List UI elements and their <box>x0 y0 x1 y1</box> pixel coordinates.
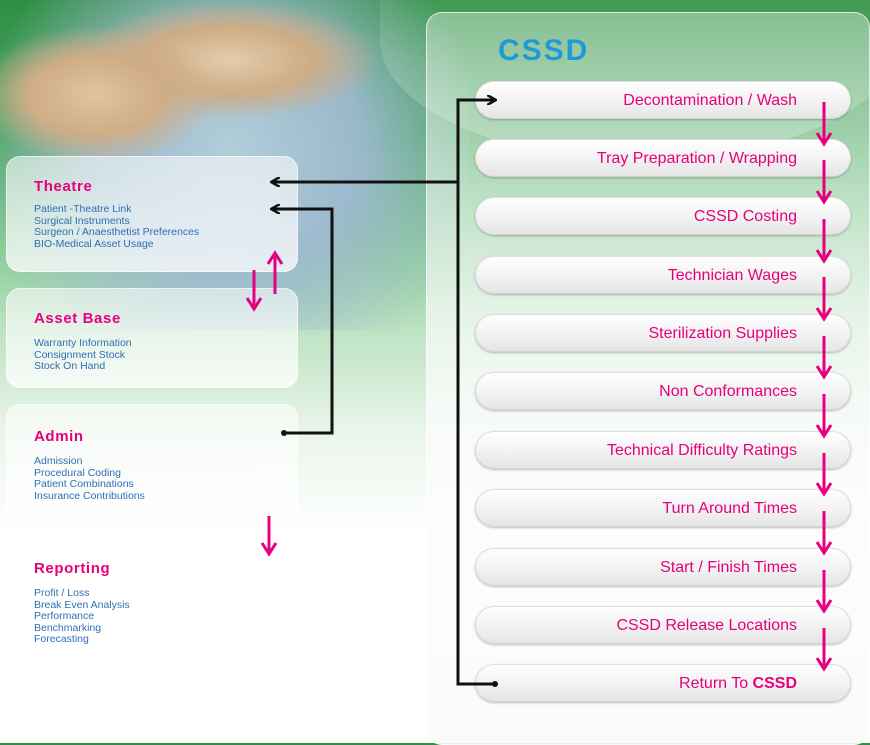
cssd-step-label: Turn Around Times <box>662 500 797 517</box>
cssd-title: CSSD <box>498 34 590 67</box>
asset-base-items: Warranty Information Consignment Stock S… <box>34 337 132 373</box>
list-item: BIO-Medical Asset Usage <box>34 237 154 250</box>
list-item: Patient -Theatre Link <box>34 203 132 215</box>
cssd-step: Sterilization Supplies <box>475 314 851 352</box>
cssd-step-label: Technical Difficulty Ratings <box>606 442 797 459</box>
cssd-step: Decontamination / Wash <box>475 81 851 119</box>
up-arrow-icon <box>266 250 284 294</box>
down-arrow-icon <box>815 160 833 205</box>
list-item: Surgeon / Anaesthetist Preferences <box>34 226 200 238</box>
list-item: Stock On Hand <box>34 360 106 372</box>
down-arrow-icon <box>815 453 833 497</box>
list-item: Benchmarking <box>34 621 102 634</box>
reporting-items: Profit / Loss Break Even Analysis Perfor… <box>34 587 130 646</box>
admin-title: Admin <box>34 428 84 445</box>
cssd-step-label: CSSD Release Locations <box>616 617 797 634</box>
down-arrow-icon <box>815 219 833 264</box>
cssd-step-label: Tray Preparation / Wrapping <box>596 150 797 167</box>
admin-link-line <box>272 209 334 435</box>
list-item: Procedural Coding <box>34 466 121 479</box>
cssd-step-label: Technician Wages <box>667 267 797 284</box>
list-item: Break Even Analysis <box>34 598 130 611</box>
down-arrow-icon <box>815 511 833 556</box>
list-item: Forecasting <box>34 633 89 645</box>
down-arrow-icon <box>815 102 833 147</box>
cssd-step: Turn Around Times <box>475 489 851 527</box>
down-arrow-icon <box>815 336 833 380</box>
cssd-pink-arrows <box>815 102 833 672</box>
list-item: Admission <box>34 455 83 467</box>
return-prefix: Return To <box>679 675 753 692</box>
down-arrow-icon <box>815 394 833 439</box>
asset-base-title: Asset Base <box>34 310 121 327</box>
cssd-step-label: Non Conformances <box>659 383 797 400</box>
down-arrow-icon <box>815 628 833 672</box>
reporting-title: Reporting <box>34 560 111 577</box>
list-item: Performance <box>34 610 95 622</box>
list-item: Warranty Information <box>34 337 132 349</box>
cssd-step: Technician Wages <box>475 256 851 294</box>
cssd-step: Technical Difficulty Ratings <box>475 431 851 469</box>
cssd-step: CSSD Release Locations <box>475 606 851 644</box>
theatre-panel: Theatre Patient -Theatre Link Surgical I… <box>6 156 298 272</box>
admin-panel: Admin Admission Procedural Coding Patien… <box>6 404 298 522</box>
cssd-step-label: CSSD Costing <box>693 208 797 225</box>
cssd-step: CSSD Costing <box>475 197 851 235</box>
cssd-step: Start / Finish Times <box>475 548 851 586</box>
return-strong: CSSD <box>752 675 797 692</box>
reporting-panel: Reporting Profit / Loss Break Even Analy… <box>6 536 298 672</box>
cssd-step-label: Sterilization Supplies <box>648 325 797 342</box>
return-loop-dot <box>492 681 498 687</box>
cssd-step: Non Conformances <box>475 372 851 410</box>
asset-base-panel: Asset Base Warranty Information Consignm… <box>6 288 298 388</box>
cssd-step: Tray Preparation / Wrapping <box>475 139 851 177</box>
cssd-step-return: Return To CSSD <box>475 664 851 702</box>
admin-link-dot <box>281 430 287 436</box>
down-arrow-icon <box>815 277 833 322</box>
down-arrow-icon <box>260 516 278 557</box>
list-item: Profit / Loss <box>34 587 90 599</box>
left-pink-arrows <box>245 250 284 557</box>
list-item: Insurance Contributions <box>34 489 145 502</box>
theatre-title: Theatre <box>34 178 93 195</box>
cssd-step-label: Return To CSSD <box>679 675 797 693</box>
down-arrow-icon <box>815 570 833 614</box>
list-item: Surgical Instruments <box>34 214 130 227</box>
return-loop-line <box>456 100 495 686</box>
list-item: Patient Combinations <box>34 478 134 490</box>
theatre-items: Patient -Theatre Link Surgical Instrumen… <box>34 203 200 250</box>
cssd-step-label: Start / Finish Times <box>660 559 797 576</box>
down-arrow-icon <box>245 270 263 312</box>
cssd-step-label: Decontamination / Wash <box>623 92 797 109</box>
admin-items: Admission Procedural Coding Patient Comb… <box>34 455 145 502</box>
list-item: Consignment Stock <box>34 348 126 361</box>
